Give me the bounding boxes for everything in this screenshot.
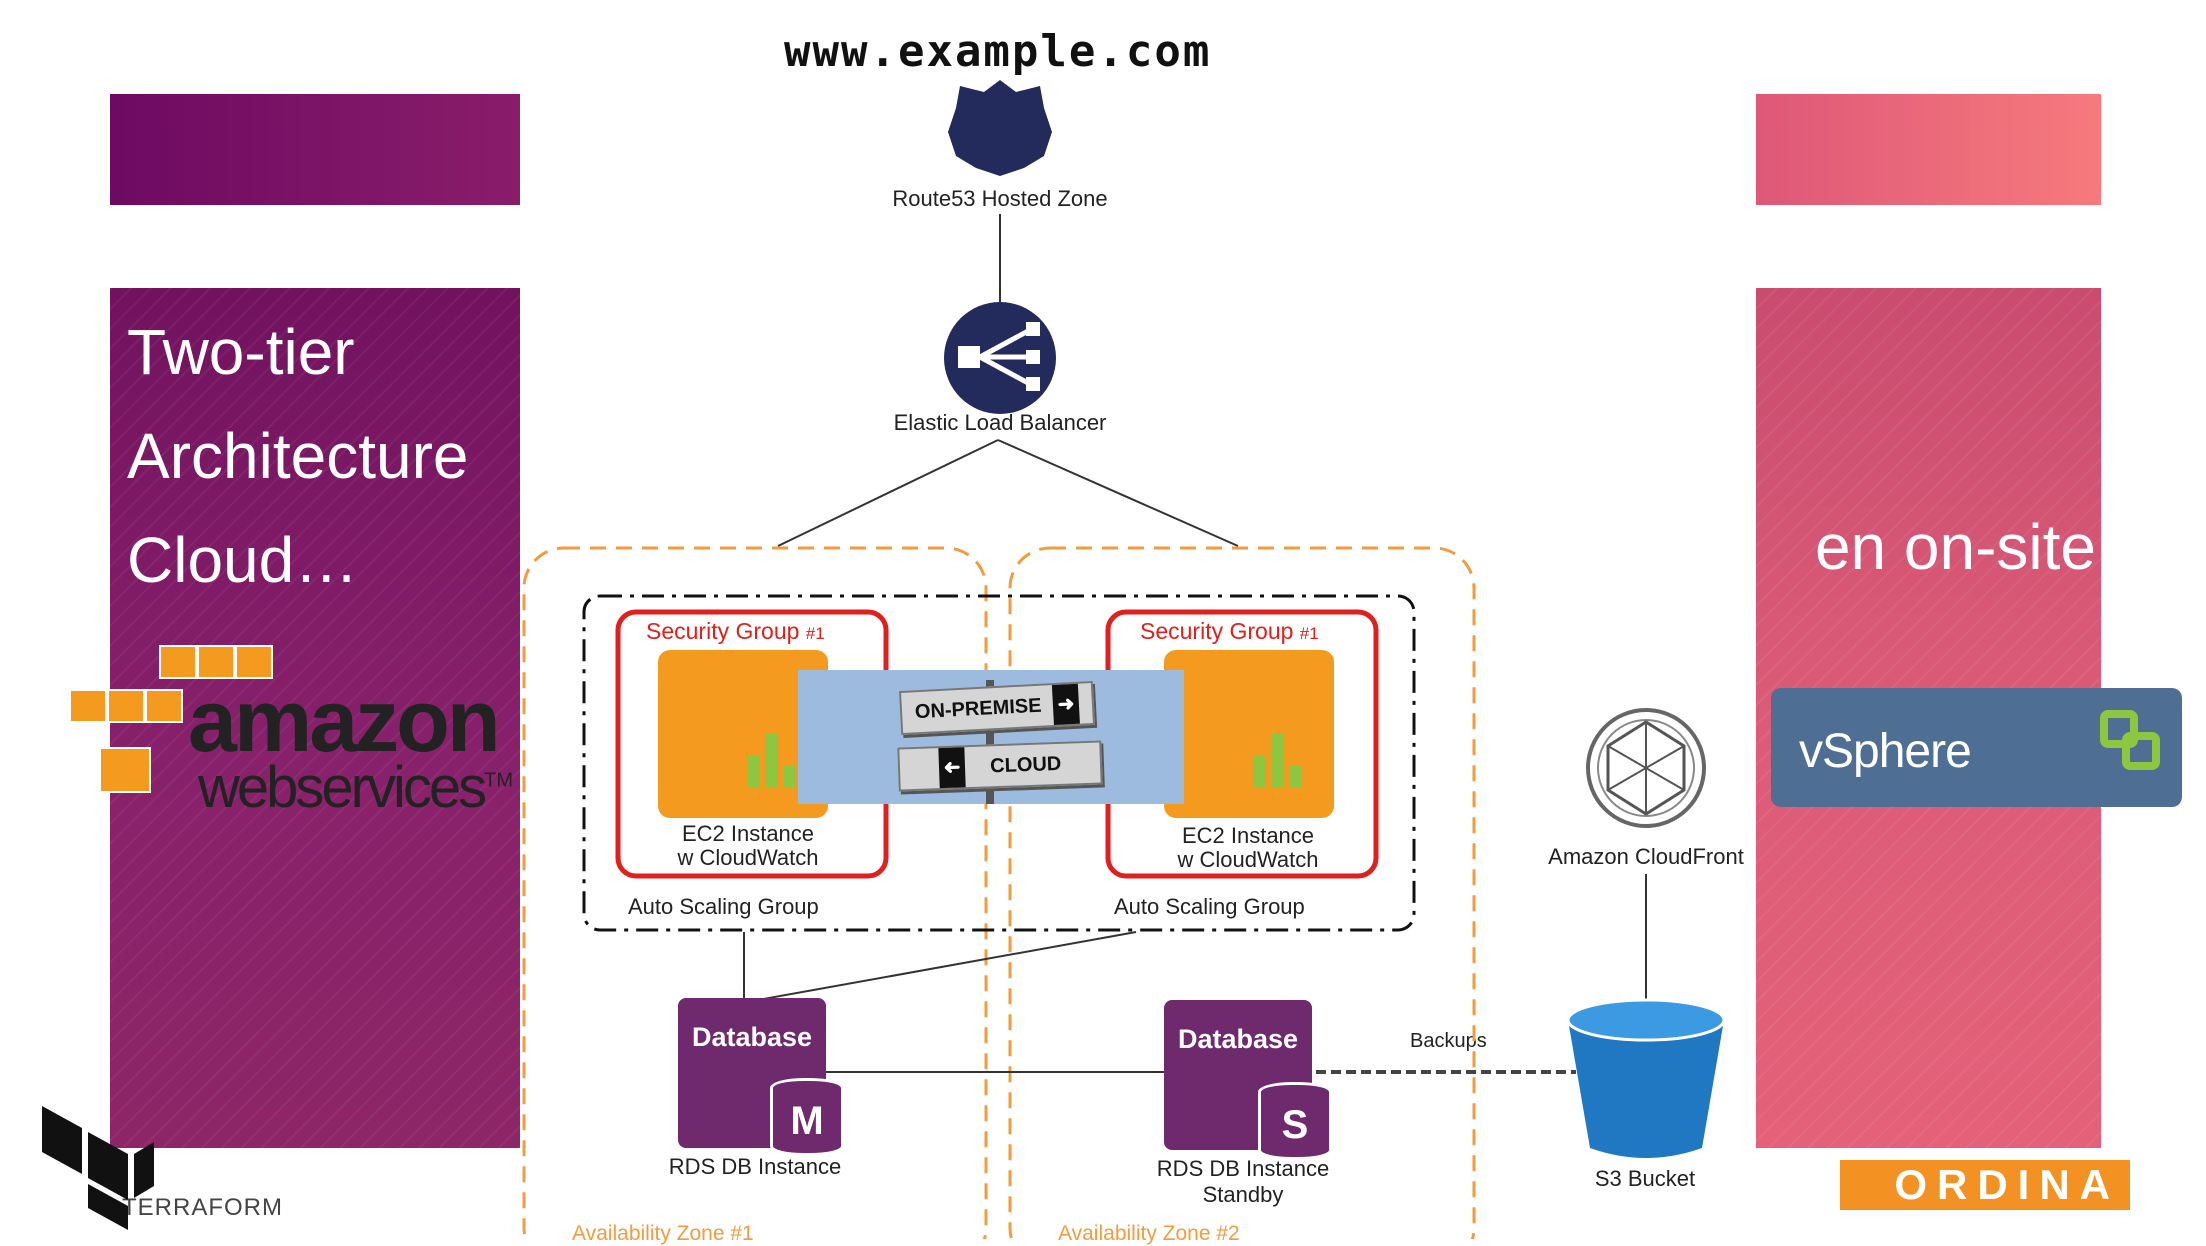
- security-group-2-label: Security Group #1: [1140, 618, 1319, 645]
- ec2-instance-1-label: EC2 Instance w CloudWatch: [628, 822, 868, 870]
- route53-shield-icon: [948, 80, 1052, 176]
- sign-cloud-text: CLOUD: [989, 752, 1062, 778]
- rds-db-standby-label-line2: Standby: [1202, 1182, 1284, 1207]
- security-group-2-label-text: Security Group: [1140, 618, 1294, 644]
- availability-zone-2-border: [1008, 546, 1476, 1239]
- s3-bucket-icon: [1566, 998, 1726, 1158]
- ec2-instance-2-label: EC2 Instance w CloudWatch: [1128, 824, 1368, 872]
- database-master-icon: Database M: [678, 998, 844, 1156]
- security-group-1-label: Security Group #1: [646, 618, 825, 645]
- site-url: www.example.com: [784, 26, 1212, 77]
- aws-subwordmark-text: webservices: [198, 755, 487, 820]
- terraform-wordmark: TERRAFORM: [122, 1194, 283, 1221]
- aws-subwordmark: webservicesTM: [198, 754, 513, 821]
- rds-db-standby-label: RDS DB Instance Standby: [1128, 1156, 1358, 1208]
- signpost-image: ON-PREMISE ➜ ➜ CLOUD: [798, 670, 1184, 804]
- elb-label: Elastic Load Balancer: [893, 410, 1107, 435]
- database-master-letter: M: [770, 1078, 844, 1156]
- title-line-2: Architecture: [127, 420, 469, 492]
- auto-scaling-group-2-label: Auto Scaling Group: [1114, 894, 1305, 919]
- ec2-instance-1-label-line2: w CloudWatch: [677, 845, 819, 870]
- terraform-logo-icon: [42, 1106, 154, 1230]
- auto-scaling-group-border: [582, 594, 1416, 932]
- aws-trademark: TM: [484, 769, 514, 792]
- auto-scaling-group-1-label: Auto Scaling Group: [628, 894, 819, 919]
- ec2-instance-1-label-line1: EC2 Instance: [681, 821, 815, 846]
- security-group-2-number: #1: [1299, 624, 1319, 643]
- vsphere-gem-icon: [2094, 704, 2166, 776]
- arrow-left-icon: ➜: [937, 747, 966, 789]
- ordina-logo: ORDINA: [1840, 1160, 2130, 1210]
- title-line-3: Cloud…: [127, 524, 359, 596]
- database-standby-icon: Database S: [1164, 1000, 1332, 1160]
- ec2-instance-2-label-line2: w CloudWatch: [1177, 847, 1319, 872]
- right-panel-title: en on-site: [1814, 511, 2096, 583]
- availability-zone-1-border: [522, 546, 988, 1239]
- security-group-1-number: #1: [805, 624, 825, 643]
- security-group-1-label-text: Security Group: [646, 618, 800, 644]
- aws-cubes-logo: [69, 645, 273, 793]
- left-panel-title: Two-tier Architecture Cloud…: [127, 300, 527, 612]
- database-standby-letter: S: [1258, 1082, 1332, 1160]
- vsphere-text: vSphere: [1799, 725, 1972, 778]
- ec2-instance-2-label-line1: EC2 Instance: [1181, 823, 1315, 848]
- sign-cloud: ➜ CLOUD: [897, 740, 1103, 792]
- database-standby-title: Database: [1177, 1024, 1299, 1054]
- right-top-bar: [1756, 94, 2101, 205]
- vsphere-logo: vSphere: [1771, 688, 2182, 807]
- rds-db-standby-label-line1: RDS DB Instance: [1156, 1156, 1330, 1181]
- arrow-right-icon: ➜: [1052, 683, 1081, 726]
- elastic-load-balancer-icon: [944, 302, 1056, 414]
- ec2-instance-2-icon: [1164, 650, 1334, 818]
- sign-on-premise: ON-PREMISE ➜: [898, 680, 1096, 736]
- cloudfront-globe-icon: [1586, 708, 1706, 828]
- cloudfront-label: Amazon CloudFront: [1548, 844, 1744, 869]
- s3-bucket-label: S3 Bucket: [1594, 1166, 1696, 1191]
- aws-wordmark: amazon: [188, 671, 501, 770]
- left-top-bar: [110, 94, 520, 205]
- rds-db-instance-label: RDS DB Instance: [668, 1154, 842, 1179]
- backups-label: Backups: [1410, 1030, 1487, 1052]
- sign-on-premise-text: ON-PREMISE: [914, 694, 1043, 724]
- title-line-1: Two-tier: [127, 316, 355, 388]
- database-master-title: Database: [691, 1022, 813, 1052]
- route53-label: Route53 Hosted Zone: [892, 186, 1108, 211]
